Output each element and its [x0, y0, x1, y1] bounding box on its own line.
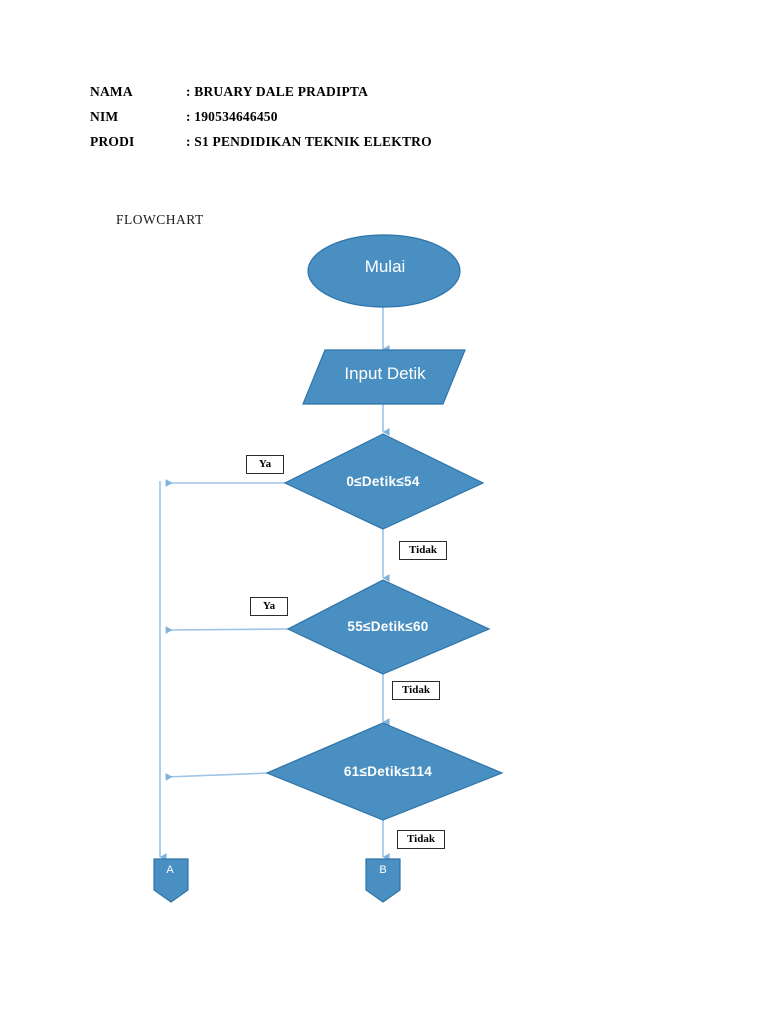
- edge-label-ya-decision2: Ya: [250, 597, 288, 616]
- info-label-nama: NAMA: [90, 84, 133, 99]
- flowchart-shapes: [153, 234, 504, 903]
- edge-label-tidak-decision1: Tidak: [399, 541, 447, 560]
- info-value-prodi: : S1 PENDIDIKAN TEKNIK ELEKTRO: [186, 134, 432, 149]
- edge-decision3-ya-to-rail: [165, 772, 271, 781]
- info-row-nama: NAMA : BRUARY DALE PRADIPTA: [90, 84, 610, 100]
- edge-decision2-ya-to-rail: [165, 626, 292, 634]
- node-start-mulai[interactable]: [307, 234, 461, 308]
- node-connector-a[interactable]: [153, 858, 189, 903]
- edge-label-tidak-decision3: Tidak: [397, 830, 445, 849]
- flowchart-caption: FLOWCHART: [116, 212, 204, 227]
- info-row-prodi: PRODI : S1 PENDIDIKAN TEKNIK ELEKTRO: [90, 134, 610, 150]
- student-info-block: NAMA : BRUARY DALE PRADIPTA NIM : 190534…: [90, 84, 610, 159]
- info-label-nim: NIM: [90, 109, 119, 124]
- node-decision-0-54[interactable]: [283, 433, 485, 530]
- info-value-nim: : 190534646450: [186, 109, 278, 124]
- edge-label-tidak-decision2: Tidak: [392, 681, 440, 700]
- info-value-nama: : BRUARY DALE PRADIPTA: [186, 84, 369, 99]
- info-row-nim: NIM : 190534646450: [90, 109, 610, 125]
- connector-lines: [159, 306, 390, 861]
- node-decision-61-114[interactable]: [265, 722, 504, 821]
- info-label-prodi: PRODI: [90, 134, 135, 149]
- edge-label-ya-decision1: Ya: [246, 455, 284, 474]
- node-decision-55-60[interactable]: [286, 579, 491, 675]
- node-input-detik[interactable]: [302, 349, 466, 405]
- node-connector-b[interactable]: [365, 858, 401, 903]
